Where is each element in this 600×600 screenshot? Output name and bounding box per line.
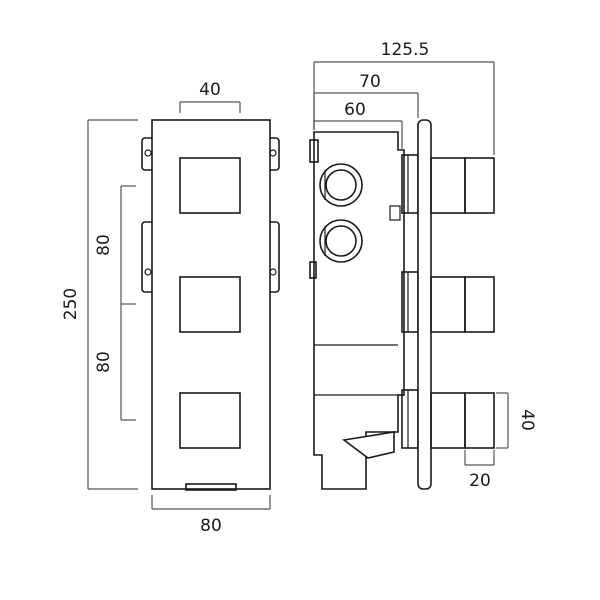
inlet-port-outer [319, 219, 363, 263]
dim-label: 250 [61, 288, 81, 320]
side-view: 125.5 70 60 40 20 [309, 40, 537, 491]
dim-label: 125.5 [381, 40, 430, 60]
handle-collar-top [430, 157, 466, 214]
dim-front-handle-spacing: 80 80 [94, 185, 136, 421]
dim-label: 40 [517, 409, 537, 431]
handle-cap-top [464, 157, 495, 214]
bracket-screw [269, 149, 277, 157]
dim-label: 60 [344, 100, 366, 120]
dim-label: 80 [94, 351, 114, 373]
handle-bottom [179, 392, 241, 449]
inlet-ports [319, 163, 363, 263]
angled-outlet [342, 431, 395, 459]
front-view: 40 80 250 80 80 [61, 80, 280, 536]
dim-front-total-height: 250 [61, 119, 138, 490]
body-clip [389, 205, 401, 221]
dim-front-width-top: 40 [179, 80, 241, 113]
dim-front-width-bottom: 80 [151, 495, 271, 536]
dim-side-handle-diameter: 40 [496, 392, 537, 449]
dim-label: 80 [200, 516, 222, 536]
dim-label: 40 [199, 80, 221, 100]
inlet-port-inner [325, 225, 357, 257]
side-handles [430, 157, 495, 449]
bracket-screw [144, 149, 152, 157]
inlet-port-outer [319, 163, 363, 207]
cartridge-stem-bottom [401, 389, 419, 449]
dim-label: 80 [94, 234, 114, 256]
side-pin [309, 261, 317, 279]
handle-top [179, 157, 241, 214]
handle-middle [179, 276, 241, 333]
handle-cap-bottom [464, 392, 495, 449]
inlet-port-inner [325, 169, 357, 201]
face-plate-profile [417, 119, 432, 490]
bottom-outlet-tab [185, 483, 237, 491]
bracket-screw [269, 268, 277, 276]
face-plate [151, 119, 271, 490]
handle-cap-middle [464, 276, 495, 333]
handle-collar-bottom [430, 392, 466, 449]
dim-side-handle-length: 20 [464, 450, 495, 491]
handle-collar-middle [430, 276, 466, 333]
dim-label: 70 [359, 72, 381, 92]
dim-side-depth-total: 125.5 [313, 40, 495, 155]
bracket-screw [144, 268, 152, 276]
top-pin [309, 139, 319, 163]
dim-side-depth-body: 60 [313, 100, 403, 150]
dim-label: 20 [469, 471, 491, 491]
